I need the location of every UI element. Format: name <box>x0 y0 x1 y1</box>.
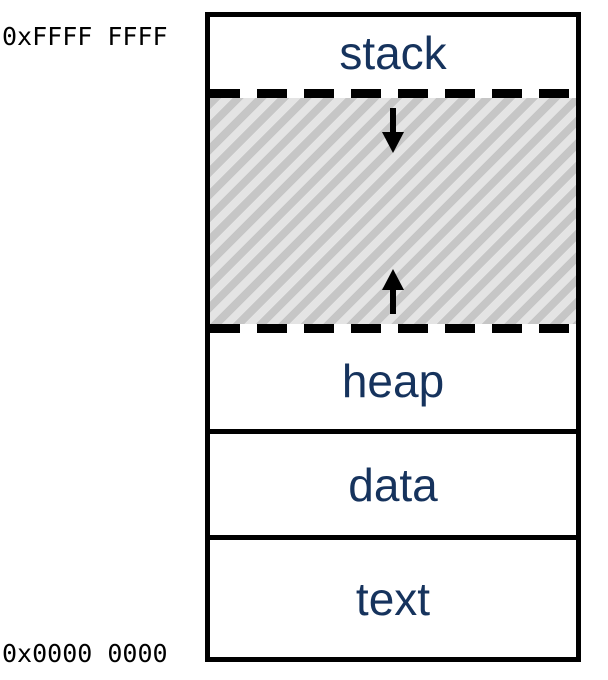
section-data: data <box>210 434 576 535</box>
memory-box: stack heap data text <box>205 12 581 662</box>
address-label-top: 0xFFFF FFFF <box>2 22 168 51</box>
up-arrow-icon <box>382 269 404 314</box>
stack-label: stack <box>339 27 447 79</box>
section-heap: heap <box>210 333 576 429</box>
data-label: data <box>348 458 438 511</box>
section-stack: stack <box>210 17 576 89</box>
dashed-boundary-bottom <box>210 324 576 333</box>
data-text-divider <box>210 535 576 540</box>
heap-data-divider <box>210 429 576 434</box>
dashed-boundary-top <box>210 89 576 98</box>
address-label-bottom: 0x0000 0000 <box>2 639 168 668</box>
text-label: text <box>355 572 431 625</box>
free-space-region <box>210 98 576 324</box>
section-text: text <box>210 540 576 657</box>
down-arrow-icon <box>382 108 404 153</box>
heap-label: heap <box>341 355 445 407</box>
